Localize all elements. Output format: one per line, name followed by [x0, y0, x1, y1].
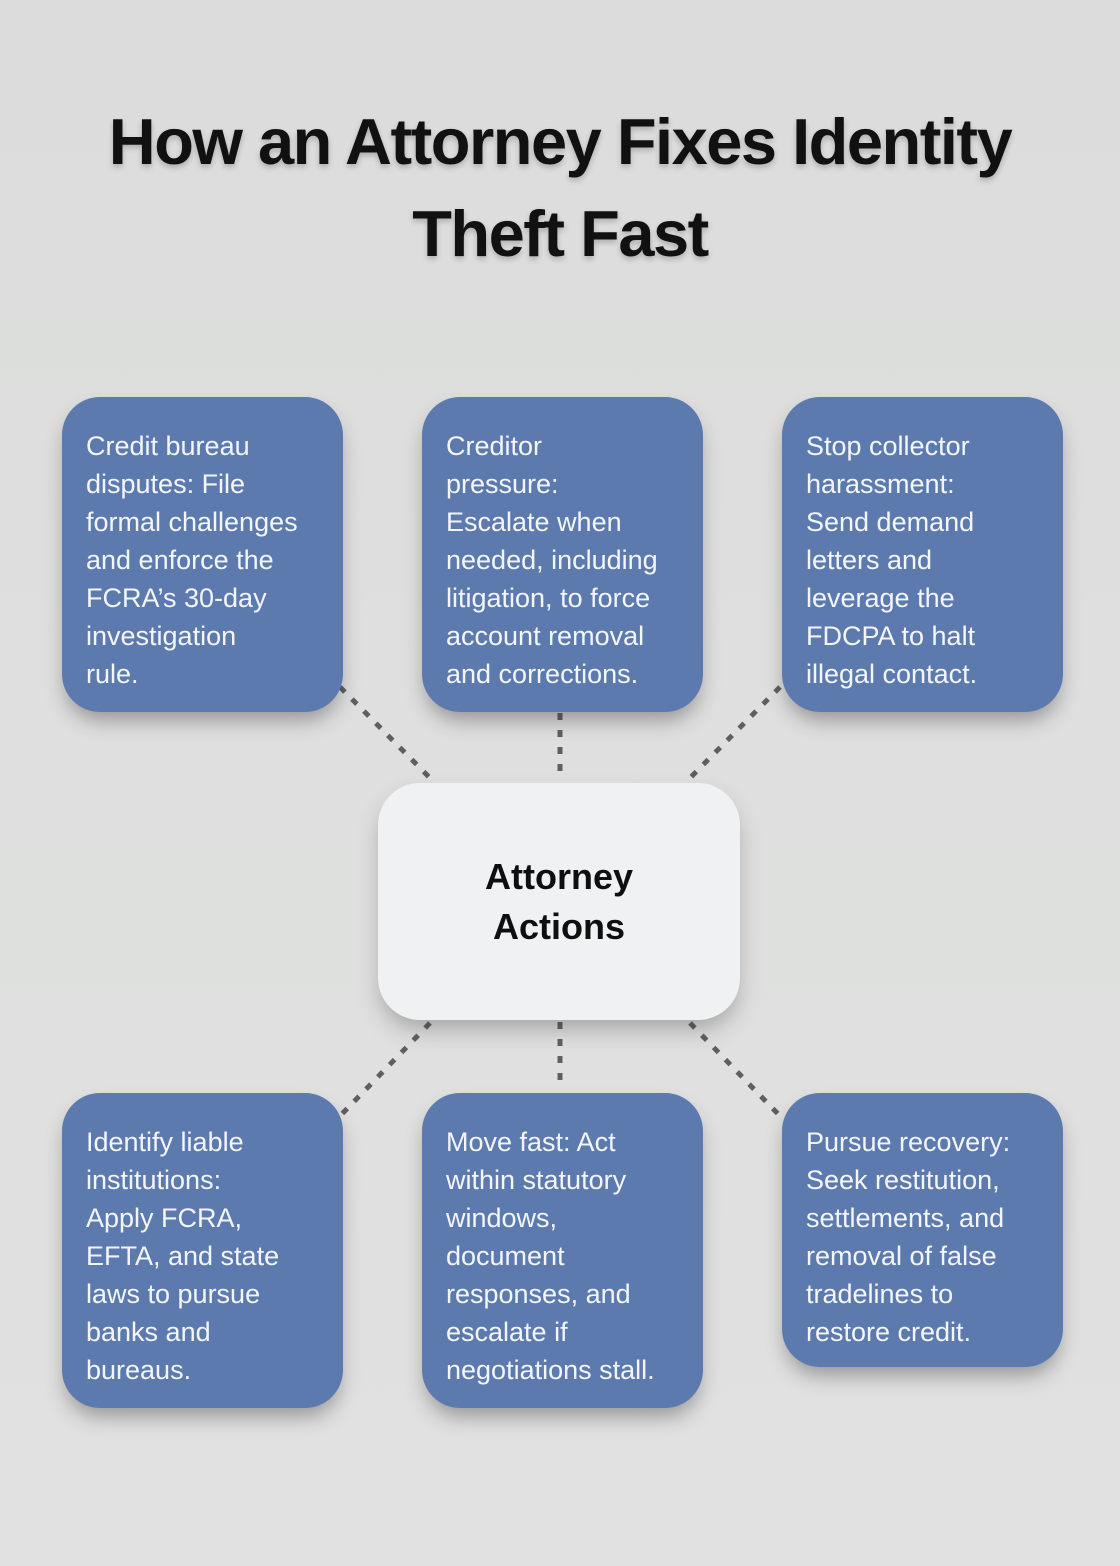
- connector-bottom-left: [338, 1021, 432, 1118]
- connector-top-right: [688, 685, 782, 780]
- node-credit-bureau-disputes-text: Credit bureau disputes: File formal chal…: [86, 431, 298, 689]
- node-pursue-recovery-text: Pursue recovery: Seek restitution, settl…: [806, 1127, 1011, 1347]
- node-move-fast-text: Move fast: Act within statutory windows,…: [446, 1127, 655, 1385]
- node-credit-bureau-disputes: Credit bureau disputes: File formal chal…: [62, 397, 343, 712]
- node-move-fast: Move fast: Act within statutory windows,…: [422, 1093, 703, 1408]
- connector-bottom-right: [688, 1021, 782, 1118]
- node-identify-liable-institutions: Identify liable institutions: Apply FCRA…: [62, 1093, 343, 1408]
- infographic-title: How an Attorney Fixes Identity Theft Fas…: [108, 105, 1013, 270]
- center-node-attorney-actions: Attorney Actions: [378, 783, 740, 1020]
- node-creditor-pressure: Creditor pressure: Escalate when needed,…: [422, 397, 703, 712]
- node-pursue-recovery: Pursue recovery: Seek restitution, settl…: [782, 1093, 1063, 1367]
- node-stop-collector-harassment: Stop collector harassment: Send demand l…: [782, 397, 1063, 712]
- node-creditor-pressure-text: Creditor pressure: Escalate when needed,…: [446, 431, 658, 689]
- center-node-label: Attorney Actions: [484, 855, 633, 947]
- node-stop-collector-harassment-text: Stop collector harassment: Send demand l…: [806, 431, 978, 689]
- connector-top-left: [338, 685, 432, 780]
- node-identify-liable-institutions-text: Identify liable institutions: Apply FCRA…: [86, 1127, 280, 1385]
